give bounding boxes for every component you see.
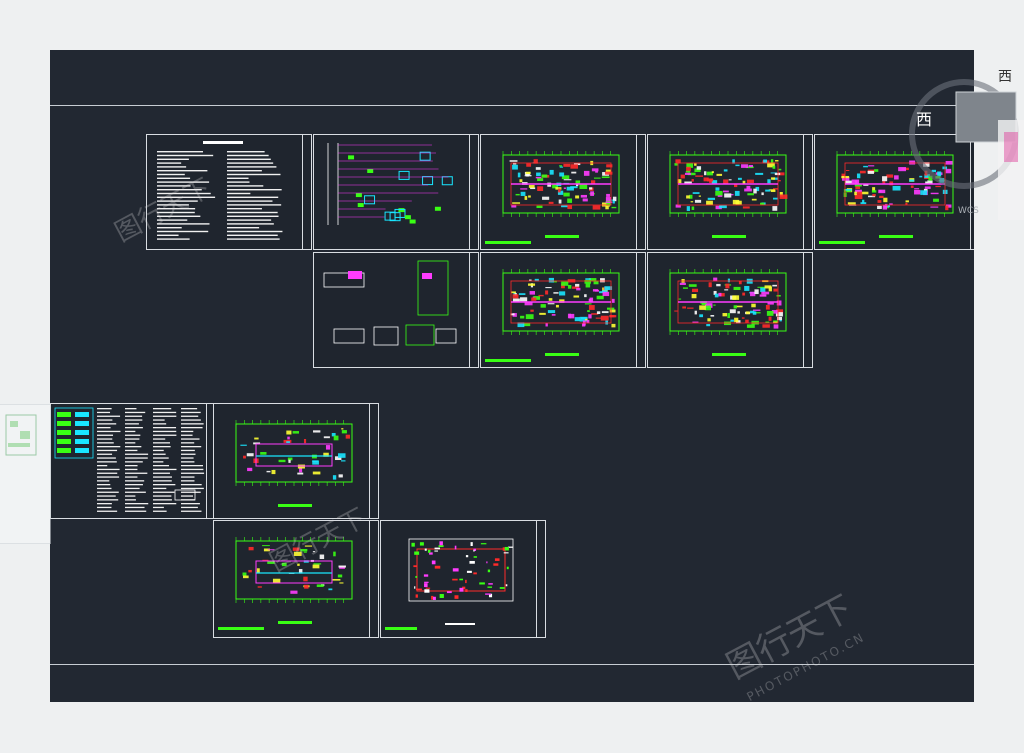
viewcube-wcs-label[interactable]: WCS xyxy=(958,206,979,216)
sheet-details[interactable] xyxy=(313,252,479,368)
sheet-floor-plan-3[interactable] xyxy=(814,134,974,250)
sheet-floor-plan-3-drawing xyxy=(819,151,954,244)
sheet-floor-plan-2-drawing xyxy=(669,151,788,238)
sheet-floor-plan-1[interactable] xyxy=(480,134,646,250)
sheet-floor-plan-4-drawing xyxy=(485,269,620,362)
sheet-system-diagram-drawing xyxy=(327,143,453,225)
sheet-floor-plan-8[interactable] xyxy=(380,520,546,638)
sheet-equipment-table-drawing xyxy=(54,407,205,512)
viewcube[interactable]: 西 西 WCS xyxy=(900,58,1024,228)
sheet-details-drawing xyxy=(323,260,457,346)
sheet-floor-plan-2[interactable] xyxy=(647,134,813,250)
sheet-floor-plan-8-drawing xyxy=(385,538,514,630)
viewcube-compass-icon xyxy=(909,79,1024,220)
sheet-floor-plan-6-drawing xyxy=(235,420,353,507)
viewcube-side-label[interactable]: 西 xyxy=(916,110,933,129)
sheet-floor-plan-5[interactable] xyxy=(647,252,813,368)
view-border-bottom xyxy=(50,664,974,665)
viewcube-top-label: 西 xyxy=(998,69,1012,85)
sheet-floor-plan-7[interactable] xyxy=(213,520,379,638)
sheet-system-diagram[interactable] xyxy=(313,134,479,250)
ghost-previous-frame xyxy=(0,404,51,544)
sheet-equipment-table[interactable] xyxy=(50,403,216,519)
sheet-floor-plan-7-drawing xyxy=(218,537,353,630)
sheet-floor-plan-4[interactable] xyxy=(480,252,646,368)
sheet-floor-plan-5-drawing xyxy=(669,269,787,356)
sheet-design-notes-drawing xyxy=(157,141,283,240)
sheet-floor-plan-6[interactable] xyxy=(213,403,379,519)
model-space-canvas[interactable]: 图行天下 图行天下 图行天下 PHOTOPHOTO.CN xyxy=(50,50,974,702)
view-border-top xyxy=(50,105,974,106)
sheet-floor-plan-1-drawing xyxy=(485,151,620,244)
sheet-design-notes[interactable] xyxy=(146,134,312,250)
